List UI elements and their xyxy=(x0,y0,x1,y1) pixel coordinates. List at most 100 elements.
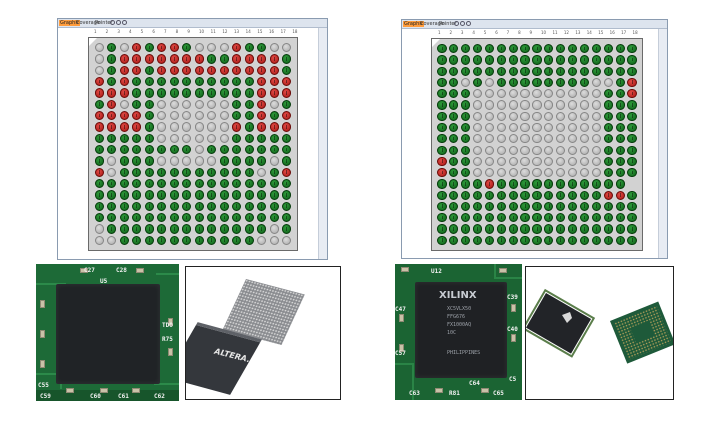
ball-pass[interactable] xyxy=(219,167,229,177)
ball-untested[interactable] xyxy=(282,43,292,53)
ball-untested[interactable] xyxy=(532,156,542,167)
ball-pass[interactable] xyxy=(182,201,192,211)
ball-untested[interactable] xyxy=(556,156,566,167)
ball-pass[interactable] xyxy=(544,55,554,65)
zoom-in-icon[interactable] xyxy=(110,20,115,25)
ball-pass[interactable] xyxy=(169,224,179,234)
ball-untested[interactable] xyxy=(484,145,495,155)
ball-untested[interactable] xyxy=(532,145,542,155)
ball-pass[interactable] xyxy=(591,213,602,223)
ball-pass[interactable] xyxy=(107,179,117,189)
ball-fail[interactable] xyxy=(94,77,104,87)
ball-fail[interactable] xyxy=(257,88,267,98)
ball-pass[interactable] xyxy=(182,224,192,234)
ball-untested[interactable] xyxy=(591,168,602,178)
ball-pass[interactable] xyxy=(207,213,217,223)
ball-fail[interactable] xyxy=(257,77,267,87)
search-icon[interactable] xyxy=(122,20,127,25)
ball-pass[interactable] xyxy=(437,201,447,212)
ball-pass[interactable] xyxy=(144,190,154,200)
ball-pass[interactable] xyxy=(556,77,566,88)
ball-pass[interactable] xyxy=(157,145,167,155)
ball-pass[interactable] xyxy=(579,55,590,65)
ball-pass[interactable] xyxy=(615,179,625,189)
ball-pass[interactable] xyxy=(627,44,637,54)
ball-fail[interactable] xyxy=(257,99,267,109)
ball-untested[interactable] xyxy=(194,133,204,143)
ball-pass[interactable] xyxy=(244,43,254,53)
ball-pass[interactable] xyxy=(591,201,602,212)
ball-untested[interactable] xyxy=(169,99,179,109)
ball-untested[interactable] xyxy=(544,100,554,110)
ball-pass[interactable] xyxy=(269,167,279,177)
ball-fail[interactable] xyxy=(257,65,267,75)
ball-pass[interactable] xyxy=(472,224,483,234)
ball-pass[interactable] xyxy=(232,145,242,155)
ball-pass[interactable] xyxy=(508,55,518,65)
ball-pass[interactable] xyxy=(207,88,217,98)
ball-pass[interactable] xyxy=(603,100,613,110)
ball-pass[interactable] xyxy=(627,235,637,245)
ball-pass[interactable] xyxy=(532,190,542,200)
ball-fail[interactable] xyxy=(615,190,625,200)
ball-pass[interactable] xyxy=(496,224,506,234)
ball-untested[interactable] xyxy=(461,77,471,88)
ball-untested[interactable] xyxy=(157,156,167,166)
ball-pass[interactable] xyxy=(219,224,229,234)
ball-pass[interactable] xyxy=(144,179,154,189)
ball-pass[interactable] xyxy=(615,89,625,99)
ball-pass[interactable] xyxy=(194,167,204,177)
ball-pass[interactable] xyxy=(219,213,229,223)
ball-pass[interactable] xyxy=(508,179,518,189)
ball-pass[interactable] xyxy=(107,145,117,155)
ball-pass[interactable] xyxy=(257,201,267,211)
ball-pass[interactable] xyxy=(232,179,242,189)
ball-pass[interactable] xyxy=(282,190,292,200)
ball-fail[interactable] xyxy=(269,77,279,87)
ball-pass[interactable] xyxy=(449,168,459,178)
ball-untested[interactable] xyxy=(520,156,530,167)
ball-pass[interactable] xyxy=(449,179,459,189)
ball-untested[interactable] xyxy=(119,99,129,109)
ball-pass[interactable] xyxy=(207,235,217,245)
ball-untested[interactable] xyxy=(194,43,204,53)
ball-pass[interactable] xyxy=(282,179,292,189)
ball-untested[interactable] xyxy=(520,111,530,121)
ball-pass[interactable] xyxy=(269,145,279,155)
ball-pass[interactable] xyxy=(119,235,129,245)
ball-pass[interactable] xyxy=(615,156,625,167)
ball-pass[interactable] xyxy=(207,201,217,211)
ball-pass[interactable] xyxy=(603,145,613,155)
ball-pass[interactable] xyxy=(437,77,447,88)
ball-pass[interactable] xyxy=(579,190,590,200)
ball-pass[interactable] xyxy=(579,201,590,212)
ball-untested[interactable] xyxy=(496,134,506,144)
ball-fail[interactable] xyxy=(169,54,179,64)
ball-untested[interactable] xyxy=(169,156,179,166)
ball-pass[interactable] xyxy=(437,224,447,234)
ball-pass[interactable] xyxy=(532,213,542,223)
ball-fail[interactable] xyxy=(94,88,104,98)
ball-pass[interactable] xyxy=(508,201,518,212)
ball-fail[interactable] xyxy=(107,111,117,121)
ball-pass[interactable] xyxy=(169,167,179,177)
ball-pass[interactable] xyxy=(472,235,483,245)
ball-untested[interactable] xyxy=(472,100,483,110)
ball-pass[interactable] xyxy=(615,44,625,54)
ball-pass[interactable] xyxy=(461,156,471,167)
ball-pass[interactable] xyxy=(461,213,471,223)
ball-pass[interactable] xyxy=(132,190,142,200)
ball-fail[interactable] xyxy=(157,54,167,64)
ball-untested[interactable] xyxy=(484,134,495,144)
ball-pass[interactable] xyxy=(132,156,142,166)
ball-fail[interactable] xyxy=(282,88,292,98)
ball-untested[interactable] xyxy=(508,100,518,110)
ball-pass[interactable] xyxy=(282,65,292,75)
ball-fail[interactable] xyxy=(107,88,117,98)
ball-untested[interactable] xyxy=(472,168,483,178)
ball-pass[interactable] xyxy=(449,111,459,121)
ball-pass[interactable] xyxy=(194,190,204,200)
ball-pass[interactable] xyxy=(144,65,154,75)
ball-pass[interactable] xyxy=(182,43,192,53)
ball-pass[interactable] xyxy=(107,65,117,75)
